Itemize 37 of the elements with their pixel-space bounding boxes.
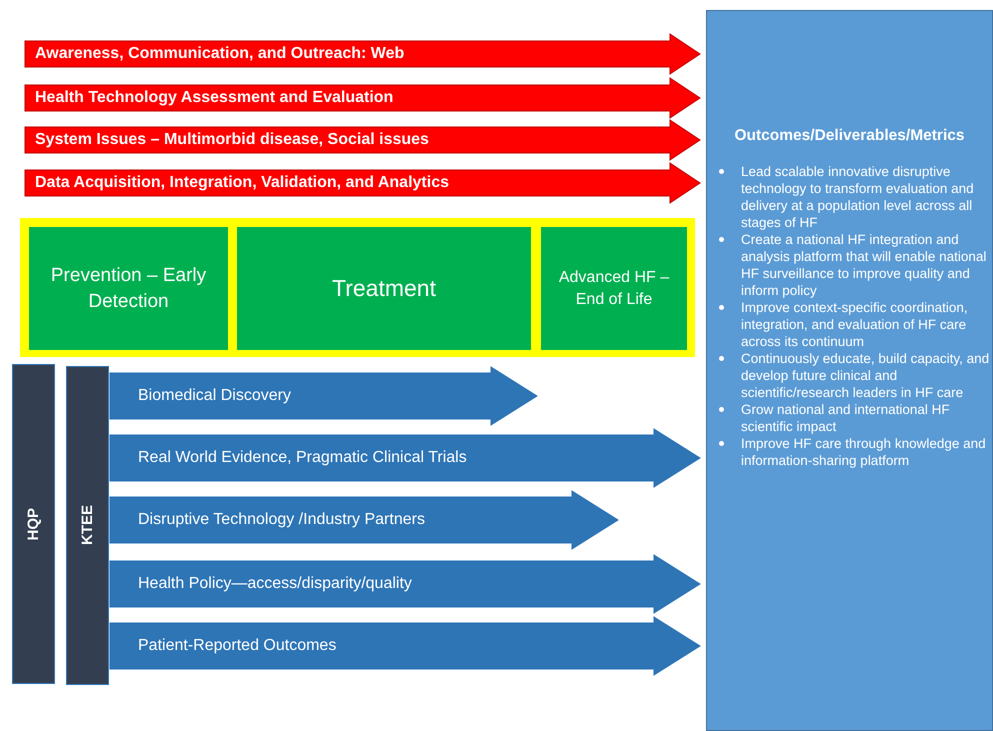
arrow-shape — [25, 163, 700, 203]
arrow-shape — [25, 34, 700, 74]
arrow-label: Health Policy—access/disparity/quality — [138, 575, 412, 593]
arrow-label: Health Technology Assessment and Evaluation — [35, 89, 394, 107]
arrow-label: Data Acquisition, Integration, Validation, and Analytics — [35, 174, 449, 192]
stage-box — [29, 227, 228, 350]
arrow-shape — [110, 555, 700, 613]
bullet-text: Improve HF care through knowledge and information-sharing platform — [741, 436, 986, 468]
arrow-label: Disruptive Technology /Industry Partners — [138, 511, 425, 529]
arrow-shape — [110, 367, 537, 425]
outcomes-panel — [706, 10, 993, 731]
bullet-text: Create a national HF integration and analysis platform that will enable national HF surveillance to improve quality and inform policy — [741, 232, 986, 298]
arrow-label: Biomedical Discovery — [138, 387, 291, 405]
stage-label: Treatment — [331, 274, 437, 303]
bullet-text: Improve context-specific coordination, integration, and evaluation of HF care across its continuum — [741, 300, 968, 349]
arrow-shape — [25, 120, 700, 160]
bullet-text: Lead scalable innovative disruptive technology to transform evaluation and delivery at a population level across all stages of HF — [741, 164, 974, 230]
arrow-label: System Issues – Multimorbid disease, Social issues — [35, 131, 429, 149]
highlight-frame — [20, 218, 695, 357]
vertical-bar — [66, 366, 109, 685]
bar-label: KTEE — [79, 505, 96, 546]
panel-heading: Outcomes/Deliverables/Metrics — [733, 127, 966, 145]
stage-box — [541, 227, 687, 350]
arrow-label: Real World Evidence, Pragmatic Clinical Trials — [138, 449, 467, 467]
vertical-bar — [12, 364, 55, 684]
arrow-label: Patient-Reported Outcomes — [138, 637, 336, 655]
arrow-shape — [110, 429, 700, 487]
arrow-shape — [25, 78, 700, 118]
arrow-label: Awareness, Communication, and Outreach: Web — [35, 45, 404, 63]
bullet-text: Continuously educate, build capacity, and develop future clinical and scientific/research leaders in HF care — [741, 351, 990, 400]
bar-label: HQP — [25, 508, 42, 540]
bullet-text: Grow national and international HF scientific impact — [741, 402, 950, 434]
stage-box — [237, 227, 531, 350]
stage-label: Advanced HF – End of Life — [558, 268, 670, 310]
stage-label: Prevention – Early Detection — [50, 264, 208, 314]
arrow-shape — [110, 491, 618, 549]
arrow-shape — [110, 617, 700, 675]
